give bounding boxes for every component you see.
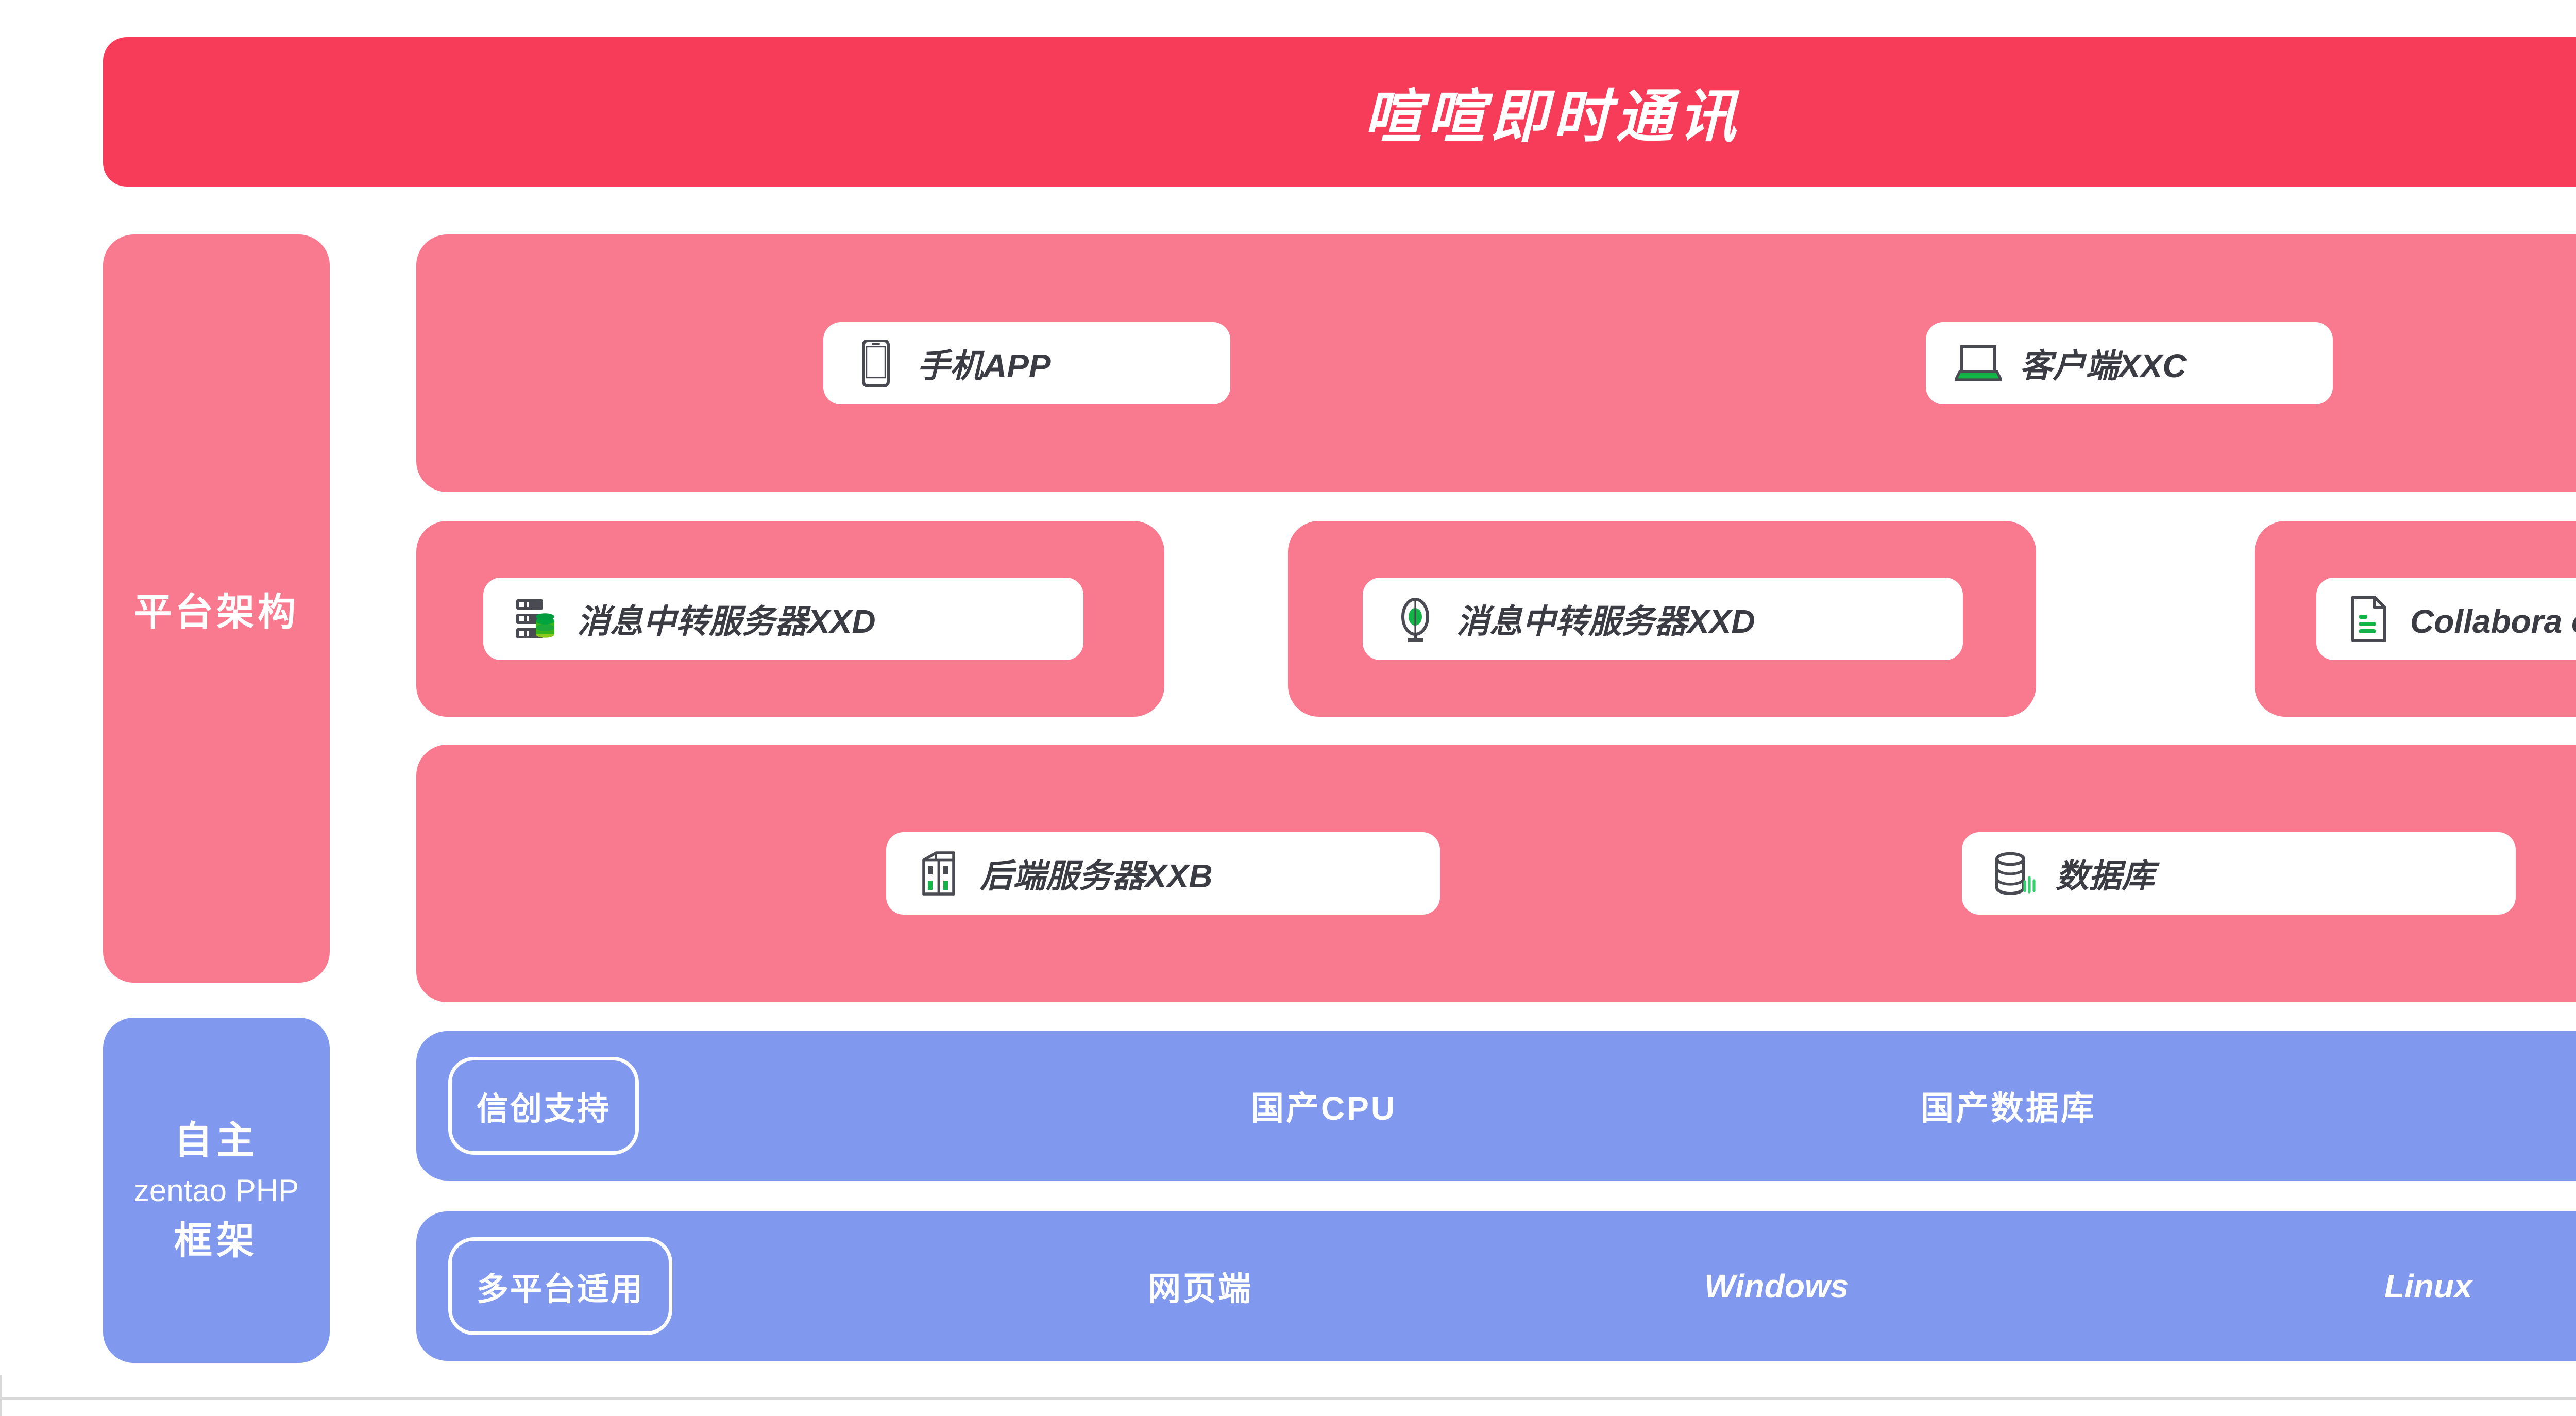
node-collabora-online[interactable]: Collabora online文档服务 — [2316, 578, 2576, 660]
server-rack-database-icon — [512, 595, 560, 643]
row-xinchuang-support: 信创支持 国产CPU 国产数据库 国产操作系统 — [416, 1031, 2576, 1181]
node-label: 数据库 — [2056, 857, 2155, 895]
row-backend: 后端服务器XXB 数据库 — [416, 745, 2576, 1002]
beacon-signal-icon — [1392, 595, 1439, 643]
row-service-block-1: 消息中转服务器XXD — [416, 521, 1164, 717]
database-cylinder-icon — [1991, 850, 2038, 897]
xinchuang-item-database: 国产数据库 — [1921, 1090, 2096, 1127]
sidebar-block-self-developed: 自主 zentao PHP 框架 — [103, 1018, 330, 1363]
tag-label: 多平台适用 — [477, 1272, 645, 1307]
row-service-block-3: Collabora online文档服务 — [2255, 521, 2576, 717]
platform-item-windows: Windows — [1704, 1268, 1849, 1305]
left-rail: 平台架构 自主 zentao PHP 框架 — [103, 234, 330, 1363]
row-clients: 手机APP 客户端XXC — [416, 234, 2576, 492]
mobile-phone-icon — [852, 340, 900, 387]
header-banner: 喧喧即时通讯 — [103, 37, 2576, 187]
node-label: 消息中转服务器XXD — [577, 603, 876, 640]
diagram-body: 平台架构 自主 zentao PHP 框架 — [103, 234, 2576, 1363]
sidebar-block-architecture: 平台架构 — [103, 234, 330, 983]
page-bottom-rule — [0, 1397, 2576, 1400]
node-desktop-client[interactable]: 客户端XXC — [1926, 322, 2333, 404]
page-title: 喧喧即时通讯 — [1364, 85, 1741, 149]
node-backend-server[interactable]: 后端服务器XXB — [886, 832, 1440, 915]
laptop-icon — [1955, 340, 2002, 387]
platform-item-web: 网页端 — [1148, 1270, 1253, 1307]
node-message-relay-server-a[interactable]: 消息中转服务器XXD — [483, 578, 1083, 660]
row-multiplatform: 多平台适用 网页端 Windows Linux macOS — [416, 1211, 2576, 1361]
node-label: 客户端XXC — [2020, 347, 2187, 384]
node-label: 手机APP — [917, 347, 1051, 384]
page-edge-left — [0, 1375, 2, 1416]
node-message-relay-server-b[interactable]: 消息中转服务器XXD — [1363, 578, 1963, 660]
node-database[interactable]: 数据库 — [1962, 832, 2516, 915]
row-service-block-2: 消息中转服务器XXD — [1288, 521, 2036, 717]
tag-label: 信创支持 — [477, 1091, 611, 1127]
sidebar-self-line3: 框架 — [174, 1219, 259, 1262]
platform-item-linux: Linux — [2384, 1268, 2472, 1305]
node-mobile-app[interactable]: 手机APP — [823, 322, 1230, 404]
diagram-content: 手机APP 客户端XXC — [416, 234, 2576, 1363]
tag-multiplatform: 多平台适用 — [448, 1237, 673, 1335]
server-tower-icon — [915, 850, 962, 897]
sidebar-self-line1: 自主 — [174, 1119, 259, 1162]
node-label: 消息中转服务器XXD — [1456, 603, 1755, 640]
sidebar-self-line2: zentao PHP — [133, 1173, 299, 1208]
tag-xinchuang: 信创支持 — [448, 1057, 639, 1155]
sidebar-architecture-label: 平台架构 — [134, 590, 299, 633]
xinchuang-item-cpu: 国产CPU — [1251, 1090, 1397, 1127]
document-icon — [2345, 595, 2393, 643]
node-label: 后端服务器XXB — [980, 857, 1213, 895]
node-label: Collabora online文档服务 — [2410, 603, 2576, 640]
